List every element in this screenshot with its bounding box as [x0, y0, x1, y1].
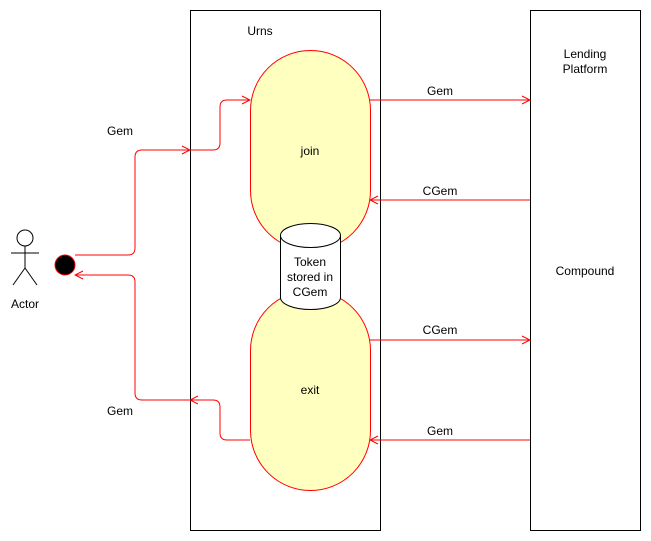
edge-exit-to-actor-label: Gem: [107, 404, 133, 418]
join-label: join: [300, 144, 320, 158]
actor-icon: [11, 229, 39, 286]
token-storage-cylinder: [280, 223, 341, 310]
actor-start-node: [54, 254, 76, 276]
edge-exit-to-urns: [190, 400, 250, 441]
exit-label: exit: [301, 383, 320, 397]
token-label-line1: Token: [294, 255, 326, 269]
urns-title: Urns: [247, 24, 272, 38]
actor-label: Actor: [11, 297, 39, 311]
edge-join-to-platform-label: Gem: [427, 84, 453, 98]
edge-exit-to-actor: [75, 275, 190, 401]
lending-platform-title-line1: Lending: [564, 47, 607, 61]
edge-urns-to-join: [190, 100, 250, 151]
token-label-line3: CGem: [293, 285, 328, 299]
edge-actor-to-join-label: Gem: [107, 124, 133, 138]
token-label-line2: stored in: [287, 270, 333, 284]
edge-platform-to-join-label: CGem: [423, 184, 458, 198]
lending-platform-container: [530, 10, 641, 531]
edge-exit-to-platform-label: CGem: [423, 323, 458, 337]
lending-platform-title-line2: Platform: [563, 62, 608, 76]
compound-label: Compound: [556, 264, 615, 278]
edge-platform-to-exit-label: Gem: [427, 424, 453, 438]
edge-actor-to-join: [75, 150, 190, 256]
